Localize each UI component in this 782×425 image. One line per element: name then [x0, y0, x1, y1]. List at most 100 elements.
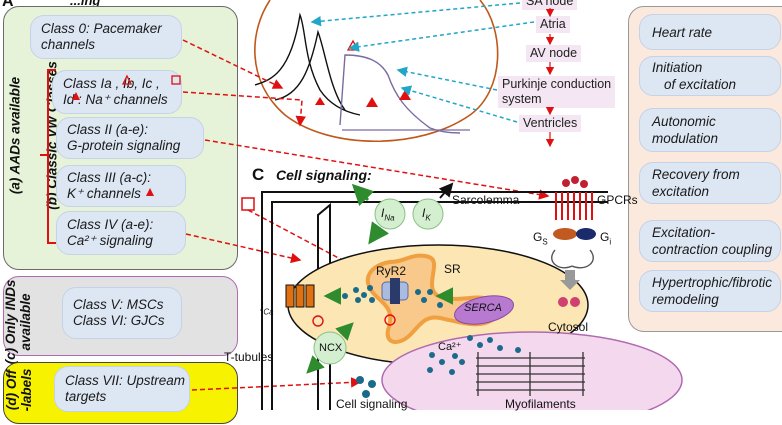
- conduction-av-node: AV node: [526, 45, 582, 62]
- cytosol-messenger-1: [558, 297, 568, 307]
- ryr2-inhibit-icon: [384, 314, 396, 326]
- class-4-line1: Class IV (a-e):: [67, 217, 154, 232]
- class-0-line2: channels: [41, 37, 96, 52]
- class-7-pill: Class VII: Upstream targets: [54, 366, 190, 412]
- gs-label-main: G: [533, 230, 543, 244]
- ica-channel-right: [295, 284, 305, 308]
- ap-open-triangle-icon: [346, 39, 360, 51]
- cytosol-down-arrow: [560, 270, 580, 290]
- target-4-line2: contraction coupling: [652, 242, 773, 257]
- class-3-pill: Class III (a-c): K⁺ channels: [56, 165, 186, 207]
- class-4-pill: Class IV (a-e): Ca²⁺ signaling: [56, 211, 186, 255]
- calcium-ions: [342, 285, 521, 398]
- red-arrow-class4: [185, 233, 302, 264]
- class-2-line1: Class II (a-e):: [67, 122, 149, 137]
- red-arrow-class2: [204, 139, 550, 200]
- class-6-line: Class VI: GJCs: [73, 313, 165, 328]
- cytosol-label: Cytosol: [548, 320, 589, 334]
- class-4-line2: Ca²⁺ signaling: [67, 233, 153, 248]
- cytosol-messenger-2: [570, 297, 580, 307]
- cyan-arrow-atria: [348, 21, 535, 52]
- target-3-line2: excitation: [652, 184, 710, 199]
- class-7-line1: Class VII: Upstream: [65, 373, 186, 388]
- class-1-pill: Class Ia , Ib, Ic , Id : Na⁺ channels: [52, 70, 182, 114]
- g-protein-s: [553, 228, 577, 240]
- k-channel-triangle-icon: [146, 188, 154, 196]
- gs-label: GS: [533, 230, 548, 246]
- conduction-purkinje-line1: Purkinje conduction: [502, 77, 612, 91]
- target-0-line1: Heart rate: [652, 24, 713, 40]
- ica-label: ICa: [260, 300, 274, 316]
- class-3-line1: Class III (a-c):: [67, 170, 152, 185]
- conduction-purkinje-line2: system: [502, 92, 542, 106]
- target-5-line1: Hypertrophic/fibrotic: [652, 275, 773, 290]
- class-5-6-pill: Class V: MSCs Class VI: GJCs: [62, 287, 182, 339]
- sr-label: SR: [444, 262, 461, 276]
- gi-label-main: G: [600, 230, 610, 244]
- target-2-line1: Autonomic: [652, 114, 716, 129]
- class-1-line1: Class Ia , Ib, Ic ,: [63, 76, 160, 91]
- sarcolemma-label: Sarcolemma: [452, 193, 520, 207]
- panel-a-letter: A: [2, 0, 14, 10]
- g-protein-cycle: [551, 249, 594, 269]
- ina-label: INa: [381, 206, 395, 222]
- target-1-line1: Initiation: [652, 60, 703, 75]
- t-tubules-label: T-tubules: [224, 350, 274, 364]
- ik-label-main: I: [422, 206, 426, 220]
- ina-label-sub: Na: [384, 213, 395, 223]
- diagram-graphics: [40, 0, 683, 410]
- g-protein-i: [576, 228, 596, 240]
- class-2-pill: Class II (a-e): G-protein signaling: [56, 117, 204, 159]
- ina-arrow: [351, 183, 375, 207]
- ncx-arrow-out: [335, 322, 354, 341]
- panel-c-letter: C: [252, 165, 265, 184]
- target-remodeling: Hypertrophic/fibrotic remodeling: [639, 270, 781, 312]
- class-0-pill: Class 0: Pacemaker channels: [30, 15, 182, 59]
- conduction-atria: Atria: [536, 16, 570, 33]
- class-1-line2: Id : Na⁺ channels: [63, 92, 168, 107]
- panel-a-title: ...ing: [70, 0, 101, 8]
- red-arrow-class7: [191, 377, 362, 391]
- ik-label: IK: [422, 206, 431, 222]
- classic-classes-bracket: [40, 69, 56, 244]
- ica-label-main: I: [260, 300, 264, 314]
- target-5-line2: remodeling: [652, 292, 719, 307]
- ap-filled-triangle-icon-3: [315, 97, 325, 105]
- ic-open-square-icon: [171, 75, 181, 85]
- cyan-arrow-purkinje: [396, 66, 498, 91]
- sarcolemma-inner: [271, 201, 608, 410]
- target-3-line1: Recovery from: [652, 167, 740, 182]
- red-arrow-class0: [182, 39, 284, 89]
- ap-filled-triangle-icon-1: [366, 97, 378, 107]
- target-heart-rate: Heart rate: [639, 14, 781, 50]
- class-3-line2: K⁺ channels: [67, 186, 141, 201]
- ryr2-channel-gate: [390, 278, 400, 304]
- serca-label: SERCA: [464, 302, 502, 314]
- serca-pump: [454, 295, 514, 325]
- cell-open-square-icon: [241, 197, 255, 211]
- panel-c-title: Cell signaling:: [276, 167, 372, 183]
- heart-outline: [254, 0, 499, 142]
- action-potential-black-2: [274, 29, 346, 111]
- action-potential-purple: [339, 54, 461, 134]
- sarcolemma-outer: [261, 191, 608, 410]
- target-1-line2: of excitation: [664, 77, 737, 92]
- class-5-line: Class V: MSCs: [73, 297, 164, 312]
- target-initiation: Initiation of excitation: [639, 56, 781, 96]
- ik-channel: [412, 198, 444, 230]
- ina-inward-arrow: [368, 221, 390, 245]
- conduction-sa-node: SA node: [522, 0, 578, 10]
- ik-label-sub: K: [425, 213, 431, 223]
- gs-label-sub: S: [542, 237, 548, 247]
- ia-open-triangle-icon: [121, 74, 133, 85]
- ina-label-main: I: [381, 206, 385, 220]
- ica-channel-left: [285, 284, 295, 308]
- target-4-line1: Excitation-: [652, 225, 716, 240]
- ncx-label: NCX: [319, 342, 343, 354]
- myofilament-region: [381, 331, 683, 410]
- gpcr-receptor: [555, 192, 593, 220]
- class-7-line2: targets: [65, 389, 107, 404]
- gpcr-ligand-3: [580, 180, 588, 188]
- class-0-line1: Class 0: Pacemaker: [41, 21, 162, 36]
- gpcrs-label: GPCRs: [597, 193, 638, 207]
